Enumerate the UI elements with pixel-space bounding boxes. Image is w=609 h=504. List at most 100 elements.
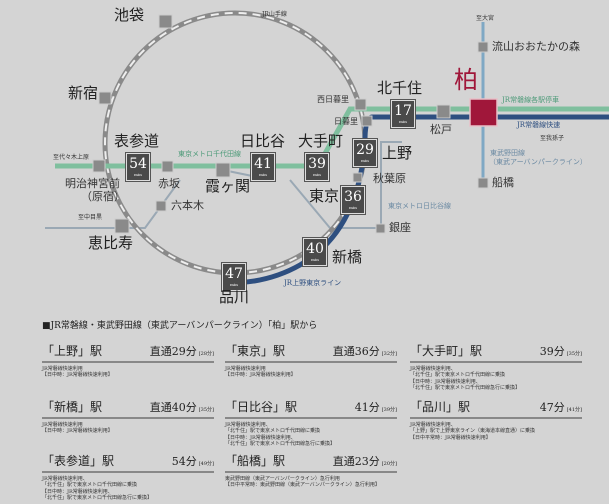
- card-note: JR常磐線快速利用: [42, 422, 83, 428]
- station-roppongi-marker: [155, 200, 167, 212]
- time-unit: min: [313, 172, 321, 177]
- card-header: 「上野」駅直通29分[28分]: [42, 343, 214, 363]
- card-notes: JR常磐線快速利用【日中時：JR常磐線快速利用】: [42, 366, 214, 379]
- card-station-title: 「日比谷」駅: [225, 400, 298, 414]
- access-card: 「新橋」駅直通40分[35分] JR常磐線快速利用【日中時：JR常磐線快速利用】: [42, 399, 214, 435]
- card-time-alt: [35分]: [198, 407, 214, 413]
- card-notes: 東武野田線（東武アーバンパークライン）急行利用【日中平常時：東武野田線（東武アー…: [225, 476, 397, 489]
- label-kitasenju: 北千住: [377, 79, 423, 97]
- card-note: 【日中平常時：東武野田線（東武アーバンパークライン）急行利用】: [225, 482, 380, 489]
- label-dir-omiya: 至大宮: [476, 15, 495, 22]
- time-unit: min: [361, 158, 369, 163]
- label-ikebukuro: 池袋: [114, 6, 145, 24]
- label-otemachi: 大手町: [298, 132, 344, 150]
- card-time-alt: [49分]: [198, 461, 214, 467]
- time-unit: min: [259, 172, 267, 177]
- label-shimbashi: 新橋: [332, 248, 363, 266]
- label-ueno: 上野: [382, 144, 413, 162]
- label-meiji: 明治神宮前: [65, 177, 120, 190]
- card-time: 直通40分[35分]: [150, 399, 214, 415]
- card-time-value: 54分: [171, 455, 197, 468]
- label-joban-local: JR常磐線各駅停車: [502, 96, 560, 104]
- time-value: 47: [225, 266, 243, 282]
- card-notes: JR常磐線快速利用【日中時：JR常磐線快速利用】: [42, 422, 214, 435]
- station-matsudo-marker: [436, 104, 451, 119]
- label-chiyoda-line: 東京メトロ千代田線: [178, 150, 241, 158]
- card-time: 54分[49分]: [172, 453, 214, 469]
- time-unit: min: [311, 257, 319, 262]
- label-matsudo: 松戸: [430, 123, 452, 136]
- card-notes: JR常磐線快速利用、「北千住」駅で東京メトロ千代田線に乗換【日中時：JR常磐線快…: [42, 476, 214, 502]
- time-unit: min: [230, 282, 238, 287]
- label-shinagawa: 品川: [219, 288, 250, 306]
- card-note: JR常磐線快速利用、: [410, 422, 456, 428]
- card-note: JR常磐線快速利用: [225, 366, 266, 372]
- card-note: JR常磐線快速利用、: [42, 476, 88, 482]
- label-tokyo: 東京: [309, 187, 340, 205]
- station-kasumigaseki-marker: [215, 162, 231, 178]
- time-value: 54: [129, 156, 147, 172]
- card-note: 「北千住」駅で東京メトロ千代田線に乗換: [410, 372, 506, 379]
- station-nishinippori-marker: [354, 98, 367, 111]
- card-note: 「北千住」駅で東京メトロ千代田線急行に乗換】: [42, 495, 153, 502]
- station-nippori-marker: [361, 115, 373, 127]
- label-shinjuku: 新宿: [68, 84, 99, 102]
- card-station-title: 「上野」駅: [42, 344, 103, 358]
- label-akasaka: 赤坂: [158, 177, 180, 190]
- card-note: 【日中時：JR常磐線快速利用】: [42, 372, 113, 379]
- card-note: 「北千住」駅で東京メトロ千代田線に乗換: [225, 428, 321, 435]
- card-station-title: 「品川」駅: [410, 400, 471, 414]
- label-yamanote-line: JR山手線: [262, 11, 287, 18]
- card-time: 47分[41分]: [540, 399, 582, 415]
- card-time-alt: [41分]: [566, 407, 582, 413]
- time-value: 40: [306, 241, 324, 257]
- card-notes: JR常磐線快速利用、「北千住」駅で東京メトロ千代田線に乗換【日中時：JR常磐線快…: [225, 422, 397, 448]
- card-note: 「北千住」駅で東京メトロ千代田線に乗換: [42, 482, 138, 489]
- card-notes: JR常磐線快速利用【日中時：JR常磐線快速利用】: [225, 366, 397, 379]
- station-shinjuku-marker: [98, 91, 112, 105]
- label-nishinippori: 西日暮里: [317, 95, 349, 104]
- label-funabashi: 船橋: [492, 176, 514, 189]
- card-note: 【日中時：JR常磐線快速利用】: [225, 372, 296, 379]
- time-value: 41: [254, 156, 272, 172]
- card-note: 「北千住」駅で東京メトロ千代田線急行に乗換】: [410, 385, 521, 392]
- label-nagareyama: 流山おおたかの森: [492, 40, 580, 53]
- label-dir-nakameguro: 至中目黒: [78, 214, 103, 221]
- label-ueno-tokyo-line: JR上野東京ライン: [284, 279, 342, 287]
- card-time-value: 直通29分: [149, 345, 197, 358]
- station-akihabara-marker: [352, 172, 363, 183]
- card-time-value: 41分: [354, 401, 380, 414]
- label-hibiya-line: 東京メトロ日比谷線: [388, 202, 451, 210]
- card-header: 「船橋」駅直通23分[20分]: [225, 453, 397, 473]
- label-dir-yoyogiuehara: 至代々木上原: [53, 154, 90, 161]
- access-card: 「日比谷」駅 41分[39分] JR常磐線快速利用、「北千住」駅で東京メトロ千代田線…: [225, 399, 397, 448]
- card-notes: JR常磐線快速利用、「北千住」駅で東京メトロ千代田線に乗換【日中時：JR常磐線快…: [410, 366, 582, 392]
- access-card: 「上野」駅直通29分[28分]JR常磐線快速利用【日中時：JR常磐線快速利用】: [42, 343, 214, 379]
- card-time: 直通23分[20分]: [333, 453, 397, 469]
- card-header: 「品川」駅 47分[41分]: [410, 399, 582, 419]
- section-header: ■JR常磐線・東武野田線（東武アーバンパークライン）「柏」駅から: [42, 321, 318, 331]
- card-station-title: 「大手町」駅: [410, 344, 483, 358]
- station-ginza-marker: [375, 223, 386, 234]
- card-note: JR常磐線快速利用: [42, 366, 83, 372]
- label-ginza: 銀座: [389, 221, 411, 234]
- label-roppongi: 六本木: [171, 199, 204, 212]
- station-kashiwa-marker: [469, 98, 498, 127]
- card-header: 「新橋」駅直通40分[35分]: [42, 399, 214, 419]
- label-nippori: 日暮里: [334, 117, 358, 126]
- access-card: 「東京」駅直通36分[32分]JR常磐線快速利用【日中時：JR常磐線快速利用】: [225, 343, 397, 379]
- card-time-alt: [39分]: [381, 407, 397, 413]
- label-kashiwa: 柏: [454, 66, 478, 94]
